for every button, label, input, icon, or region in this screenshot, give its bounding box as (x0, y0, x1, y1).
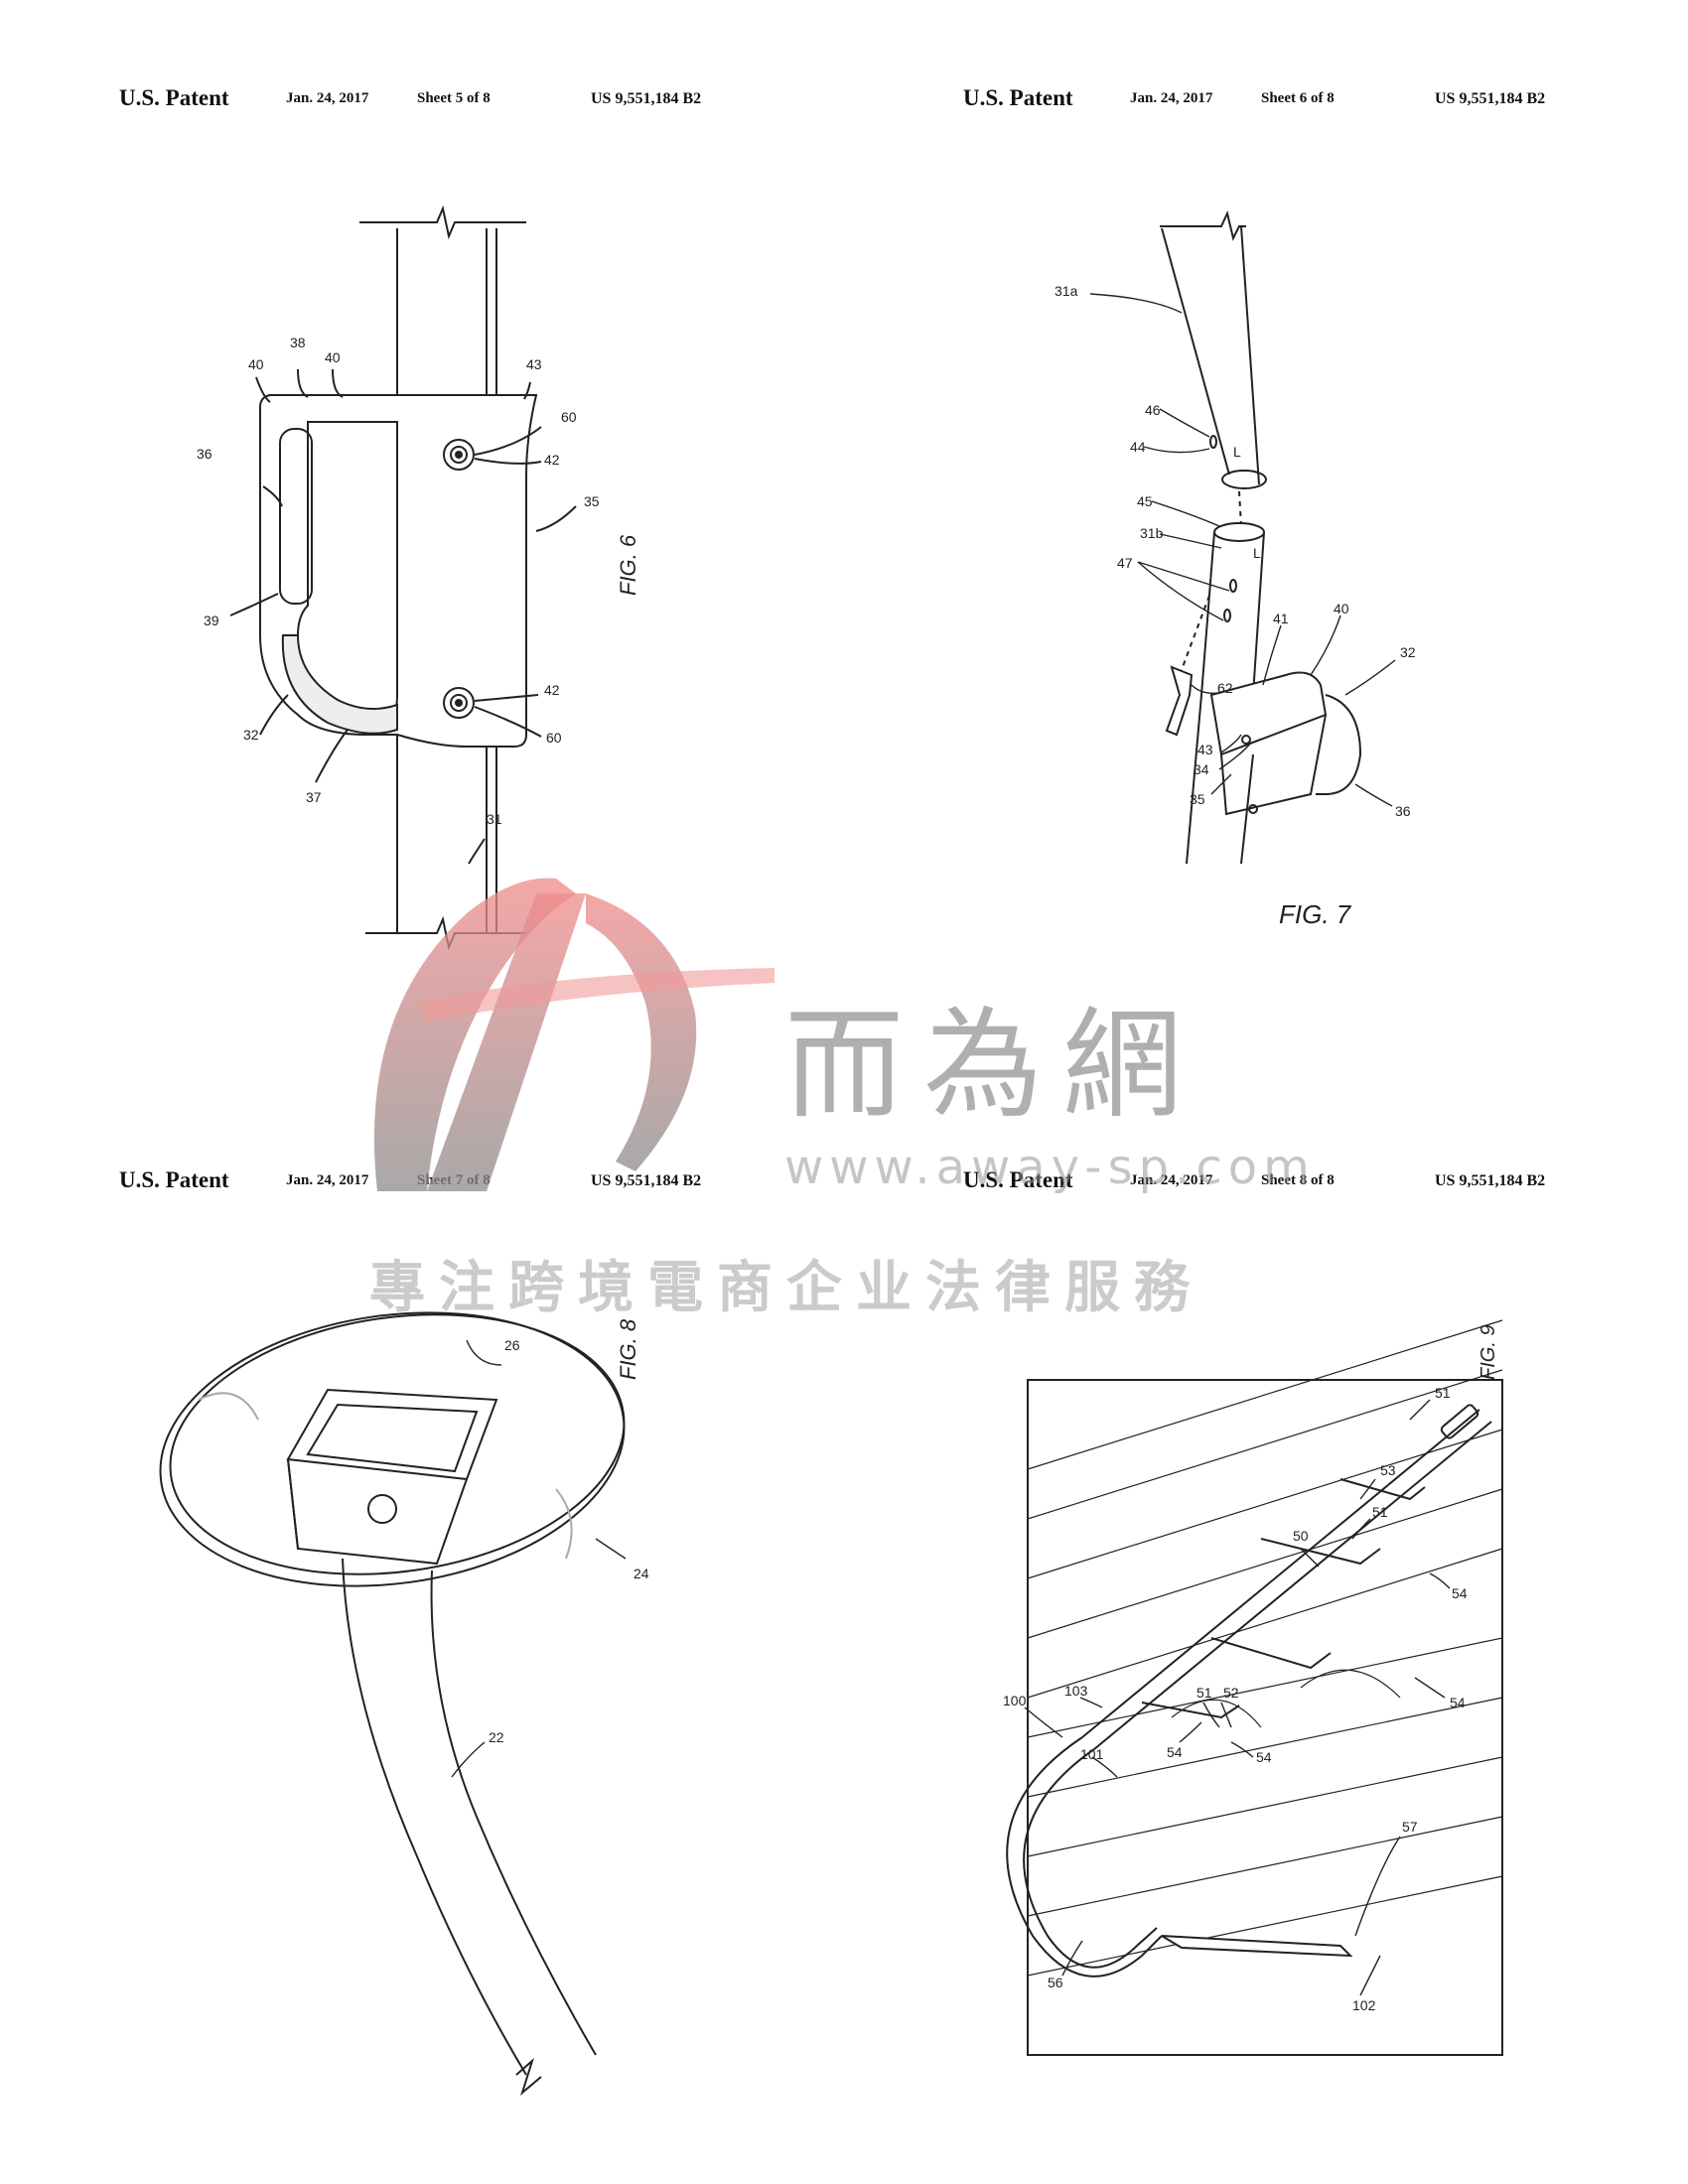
sheet-header: U.S. Patent Jan. 24, 2017 Sheet 8 of 8 U… (844, 1167, 1688, 1197)
figure-label: FIG. 9 (1477, 1324, 1499, 1380)
ref-numeral: 31a (1055, 283, 1078, 299)
ref-numeral: 53 (1380, 1462, 1396, 1478)
patent-label: U.S. Patent (119, 85, 229, 110)
fig-9-drawing: 51 53 51 50 54 103 54 100 51 52 54 101 5… (1003, 1319, 1503, 2056)
sheet-5: U.S. Patent Jan. 24, 2017 Sheet 5 of 8 U… (0, 0, 844, 1092)
patent-date: Jan. 24, 2017 (1130, 90, 1213, 106)
sheet-number: Sheet 6 of 8 (1261, 90, 1335, 106)
ref-numeral: 52 (1223, 1685, 1239, 1701)
ref-numeral: 31 (487, 811, 502, 827)
ref-numeral: 56 (1048, 1975, 1063, 1990)
ref-numeral: 54 (1256, 1749, 1272, 1765)
ref-numeral: 32 (243, 727, 259, 743)
figure-label: FIG. 6 (616, 534, 640, 596)
patent-number: US 9,551,184 B2 (1435, 1172, 1546, 1189)
ref-numeral: 45 (1137, 493, 1153, 509)
ref-numeral: 44 (1130, 439, 1146, 455)
ref-numeral: 43 (1197, 742, 1213, 757)
ref-numeral: L (1253, 545, 1261, 561)
sheet-6: U.S. Patent Jan. 24, 2017 Sheet 6 of 8 U… (844, 0, 1688, 1092)
ref-numeral: 32 (1400, 644, 1416, 660)
ref-numeral: 36 (1395, 803, 1411, 819)
ref-numeral: 35 (584, 493, 600, 509)
ref-numeral: 43 (526, 356, 542, 372)
ref-numeral: 40 (325, 349, 341, 365)
patent-number: US 9,551,184 B2 (591, 90, 702, 107)
ref-numeral: 100 (1003, 1693, 1027, 1708)
ref-numeral: 51 (1372, 1504, 1388, 1520)
ref-numeral: 37 (306, 789, 322, 805)
ref-numeral: 24 (633, 1566, 649, 1581)
fig-6-drawing: 40 38 40 43 60 36 42 35 39 42 32 60 37 3… (197, 205, 640, 951)
ref-numeral: 36 (197, 446, 212, 462)
ref-numeral: 22 (489, 1729, 504, 1745)
ref-numeral: 54 (1450, 1695, 1466, 1710)
sheet-number: Sheet 5 of 8 (417, 90, 491, 106)
ref-numeral: 26 (504, 1337, 520, 1353)
patent-label: U.S. Patent (963, 85, 1073, 110)
ref-numeral: 51 (1196, 1685, 1212, 1701)
ref-numeral: L (1233, 444, 1241, 460)
sheet-header: U.S. Patent Jan. 24, 2017 Sheet 5 of 8 U… (0, 85, 844, 115)
ref-numeral: 101 (1080, 1746, 1104, 1762)
patent-number: US 9,551,184 B2 (1435, 90, 1546, 107)
sheet-8: U.S. Patent Jan. 24, 2017 Sheet 8 of 8 U… (844, 1082, 1688, 2174)
ref-numeral: 102 (1352, 1997, 1376, 2013)
ref-numeral: 62 (1217, 680, 1233, 696)
figure-label: FIG. 7 (1279, 899, 1352, 929)
sheet-header: U.S. Patent Jan. 24, 2017 Sheet 6 of 8 U… (844, 85, 1688, 115)
ref-numeral: 41 (1273, 611, 1289, 626)
patent-date: Jan. 24, 2017 (1130, 1172, 1213, 1188)
ref-numeral: 34 (1194, 761, 1209, 777)
patent-label: U.S. Patent (119, 1167, 229, 1192)
ref-numeral: 35 (1190, 791, 1205, 807)
patent-number: US 9,551,184 B2 (591, 1172, 702, 1189)
ref-numeral: 38 (290, 335, 306, 350)
ref-numeral: 42 (544, 452, 560, 468)
ref-numeral: 31b (1140, 525, 1164, 541)
ref-numeral: 39 (204, 613, 219, 628)
figure-label: FIG. 8 (616, 1318, 640, 1380)
ref-numeral: 42 (544, 682, 560, 698)
patent-date: Jan. 24, 2017 (286, 1172, 369, 1188)
patent-label: U.S. Patent (963, 1167, 1073, 1192)
ref-numeral: 46 (1145, 402, 1161, 418)
ref-numeral: 54 (1167, 1744, 1183, 1760)
sheet-number: Sheet 8 of 8 (1261, 1172, 1335, 1188)
patent-date: Jan. 24, 2017 (286, 90, 369, 106)
ref-numeral: 50 (1293, 1528, 1309, 1544)
ref-numeral: 54 (1452, 1585, 1468, 1601)
fig-8-drawing: 26 24 22 FIG. 8 (159, 1311, 649, 2096)
fig-7-drawing: 31a 46 44 L 45 31b L 47 41 40 32 62 43 3… (1055, 209, 1416, 929)
sheet-7: U.S. Patent Jan. 24, 2017 Sheet 7 of 8 U… (0, 1082, 844, 2174)
ref-numeral: 47 (1117, 555, 1133, 571)
ref-numeral: 57 (1402, 1819, 1418, 1835)
ref-numeral: 60 (546, 730, 562, 746)
ref-numeral: 103 (1064, 1683, 1088, 1699)
ref-numeral: 51 (1435, 1385, 1451, 1401)
ref-numeral: 40 (1334, 601, 1349, 616)
ref-numeral: 60 (561, 409, 577, 425)
ref-numeral: 40 (248, 356, 264, 372)
